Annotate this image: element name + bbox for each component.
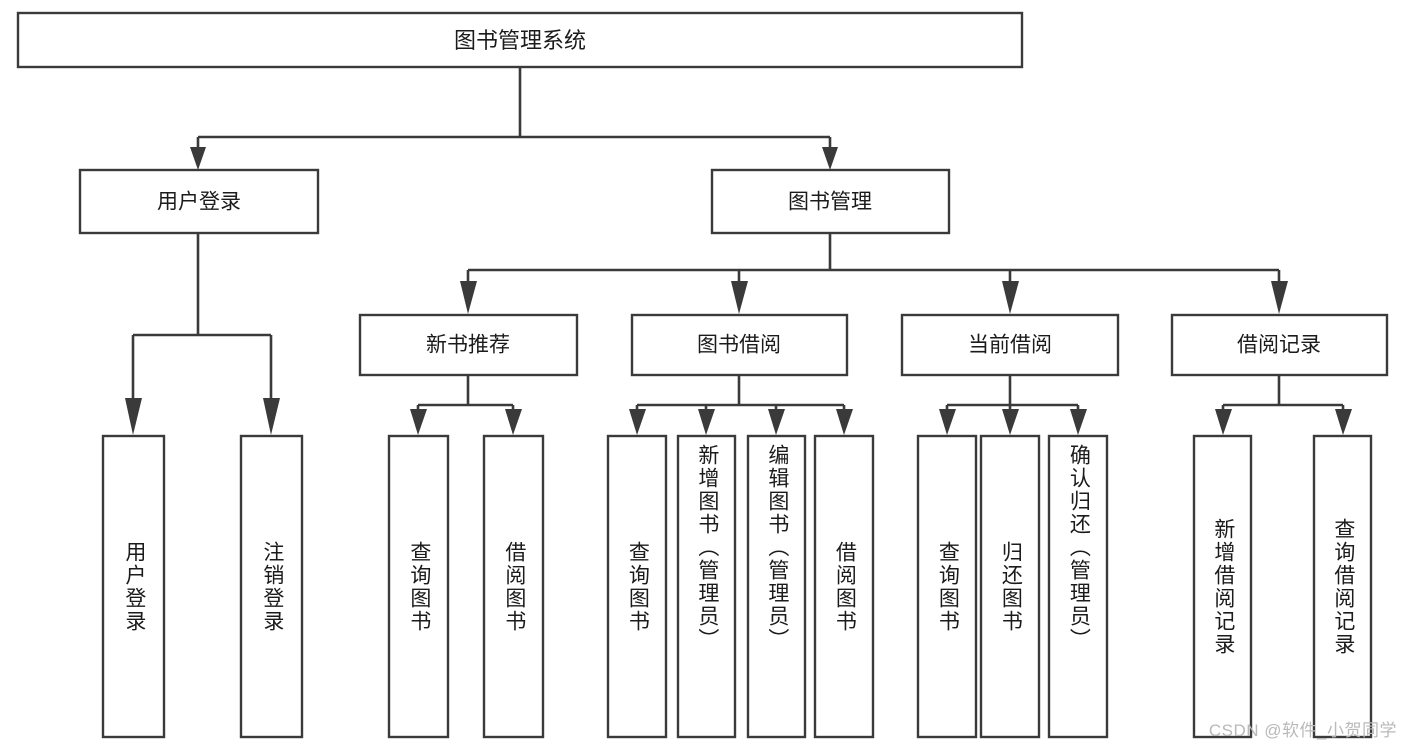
arrow-head-leaf-return-book	[1002, 409, 1019, 435]
arrow-head-leaf-query-book-3	[939, 409, 956, 435]
arrow-head-leaf-confirm-return	[1070, 409, 1087, 435]
node-leaf-edit-book-box[interactable]	[746, 434, 807, 739]
connector-layer	[125, 67, 1352, 435]
node-user-login-box[interactable]	[78, 168, 320, 235]
node-current-borrow[interactable]: 当前借阅	[900, 313, 1120, 377]
arrow-head-leaf-query-book-1	[410, 409, 427, 435]
arrow-head-leaf-borrow-book-1	[505, 409, 522, 435]
node-leaf-query-book-3-box[interactable]	[916, 434, 978, 739]
arrow-head-leaf-borrow-book-2	[836, 409, 853, 435]
arrow-head-borrow-record	[1271, 281, 1288, 314]
node-root-box[interactable]	[16, 11, 1024, 69]
node-leaf-borrow-book-1-box[interactable]	[482, 434, 545, 739]
arrow-head-leaf-query-book-2	[629, 409, 646, 435]
node-leaf-query-book-2-box[interactable]	[606, 434, 668, 739]
arrow-head-leaf-add-record	[1215, 409, 1232, 435]
node-leaf-add-book-box[interactable]	[676, 434, 737, 739]
node-leaf-add-record-box[interactable]	[1192, 434, 1253, 739]
arrow-head-book-borrow	[731, 281, 748, 314]
node-root-label: 图书管理系统	[454, 28, 586, 53]
node-borrow-record-box[interactable]	[1170, 313, 1389, 377]
node-new-book-recommend-box[interactable]	[358, 313, 579, 377]
arrow-head-book-management	[822, 147, 838, 170]
node-book-management-box[interactable]	[710, 168, 951, 235]
node-borrow-record-label: 借阅记录	[1237, 334, 1321, 357]
node-leaf-borrow-book-2-box[interactable]	[813, 434, 875, 739]
node-current-borrow-box[interactable]	[900, 313, 1120, 377]
node-book-borrow-label: 图书借阅	[697, 334, 781, 357]
node-leaf-return-book-box[interactable]	[979, 434, 1041, 739]
arrow-head-leaf-user-logout	[263, 398, 280, 435]
arrow-head-current-borrow	[1002, 281, 1019, 314]
node-user-login-label: 用户登录	[157, 191, 241, 214]
arrow-head-leaf-user-login	[125, 398, 142, 435]
node-layer: 图书管理系统 用户登录 图书管理 新书推荐 图书借阅 当前	[16, 11, 1389, 739]
arrow-head-new-book-recommend	[460, 281, 477, 314]
node-current-borrow-label: 当前借阅	[968, 334, 1052, 357]
node-user-login[interactable]: 用户登录	[78, 168, 320, 235]
arrow-head-leaf-query-record	[1335, 409, 1352, 435]
arrow-head-user-login	[190, 147, 206, 170]
node-leaf-confirm-return-box[interactable]	[1047, 434, 1109, 739]
node-new-book-recommend-label: 新书推荐	[426, 334, 510, 357]
arrow-head-leaf-edit-book	[768, 409, 785, 435]
node-book-borrow-box[interactable]	[630, 313, 849, 377]
node-book-management-label: 图书管理	[788, 191, 872, 214]
node-book-management[interactable]: 图书管理	[710, 168, 951, 235]
node-new-book-recommend[interactable]: 新书推荐	[358, 313, 579, 377]
node-leaf-query-record-box[interactable]	[1312, 434, 1373, 739]
node-leaf-user-logout-box[interactable]	[239, 434, 304, 739]
node-leaf-query-book-1-box[interactable]	[387, 434, 450, 739]
csdn-watermark: CSDN @软件_小贺同学	[1208, 721, 1397, 740]
node-root[interactable]: 图书管理系统	[16, 11, 1024, 69]
arrow-head-leaf-add-book	[698, 409, 715, 435]
node-borrow-record[interactable]: 借阅记录	[1170, 313, 1389, 377]
node-book-borrow[interactable]: 图书借阅	[630, 313, 849, 377]
node-leaf-user-login-box[interactable]	[101, 434, 166, 739]
